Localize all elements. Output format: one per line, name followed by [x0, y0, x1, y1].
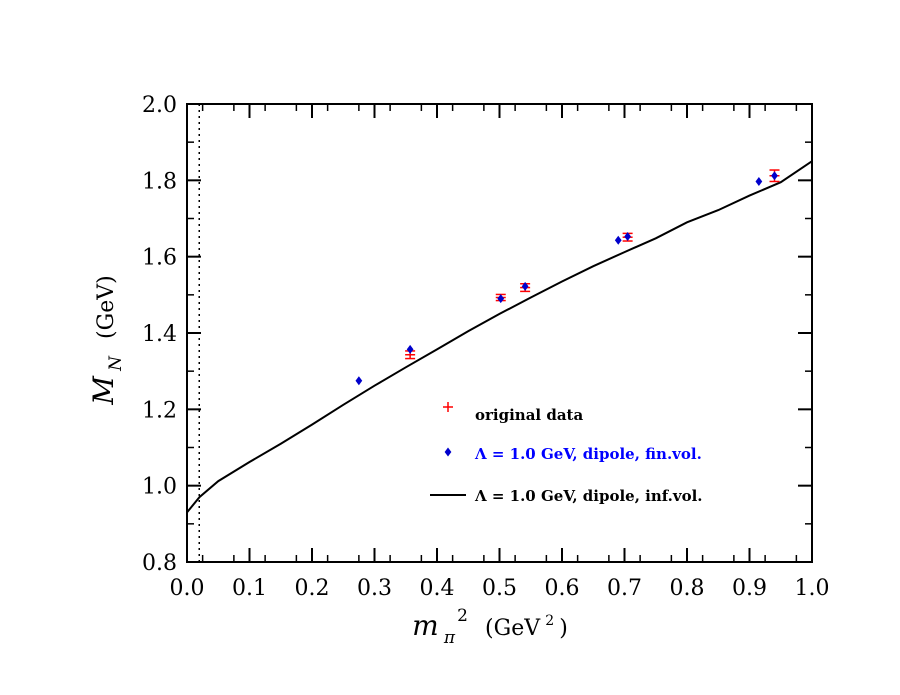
x-tick-label: 0.4: [420, 576, 455, 601]
legend-label-fin-vol: Λ = 1.0 GeV, dipole, fin.vol.: [474, 445, 702, 463]
legend: original data Λ = 1.0 GeV, dipole, fin.v…: [430, 402, 703, 505]
x-tick-label: 0.7: [607, 576, 642, 601]
x-axis-unit: (GeV: [485, 616, 541, 641]
legend-label-original-data: original data: [475, 406, 583, 424]
x-tick-label: 0.3: [357, 576, 392, 601]
legend-marker-fin-vol: [444, 447, 452, 457]
x-tick-label: 0.1: [232, 576, 267, 601]
fin-vol-point: [624, 231, 631, 241]
y-tick-label: 1.4: [142, 322, 177, 347]
fin-vol-point: [771, 171, 778, 181]
y-axis-symbol: M: [87, 375, 120, 406]
x-tick-label: 0.9: [732, 576, 767, 601]
x-tick-label: 0.0: [170, 576, 205, 601]
y-axis-title: M N (GeV): [87, 275, 126, 405]
x-tick-label: 1.0: [795, 576, 830, 601]
x-tick-label: 0.6: [545, 576, 580, 601]
fit-curve-layer: [186, 160, 813, 514]
x-axis-symbol: m: [412, 609, 439, 642]
legend-marker-original-data: [443, 402, 453, 412]
fin-vol-point: [614, 235, 622, 245]
y-tick-label: 2.0: [142, 93, 177, 118]
legend-label-inf-vol: Λ = 1.0 GeV, dipole, inf.vol.: [474, 487, 703, 505]
x-tick-label: 0.8: [670, 576, 705, 601]
x-axis-superscript: 2: [457, 606, 468, 626]
x-axis-unit-close: ): [559, 616, 568, 641]
fin-vol-point: [406, 344, 414, 354]
x-tick-label: 0.5: [482, 576, 517, 601]
y-axis-subscript: N: [106, 355, 126, 372]
fin-vol-point: [755, 176, 763, 186]
y-axis-unit: (GeV): [94, 275, 119, 339]
y-tick-label: 1.0: [142, 475, 177, 500]
x-axis-title: m π 2 (GeV 2 ): [412, 606, 568, 648]
y-tick-label: 0.8: [142, 551, 177, 576]
y-tick-label: 1.2: [142, 398, 177, 423]
data-points-layer: [355, 169, 780, 386]
inf-vol-curve: [186, 160, 813, 514]
x-axis-subscript: π: [443, 628, 456, 648]
fin-vol-point: [521, 281, 529, 291]
x-tick-label: 0.2: [295, 576, 330, 601]
tick-labels: 0.0 0.1 0.2 0.3 0.4 0.5 0.6 0.7 0.8 0.9 1.0 0.8 1.0 1…: [142, 93, 830, 601]
fin-vol-point: [355, 376, 363, 386]
y-tick-label: 1.8: [142, 169, 177, 194]
fin-vol-point: [497, 294, 505, 304]
axis-ticks: [186, 103, 813, 563]
y-tick-label: 1.6: [142, 246, 177, 271]
x-axis-unit-superscript: 2: [545, 613, 554, 629]
